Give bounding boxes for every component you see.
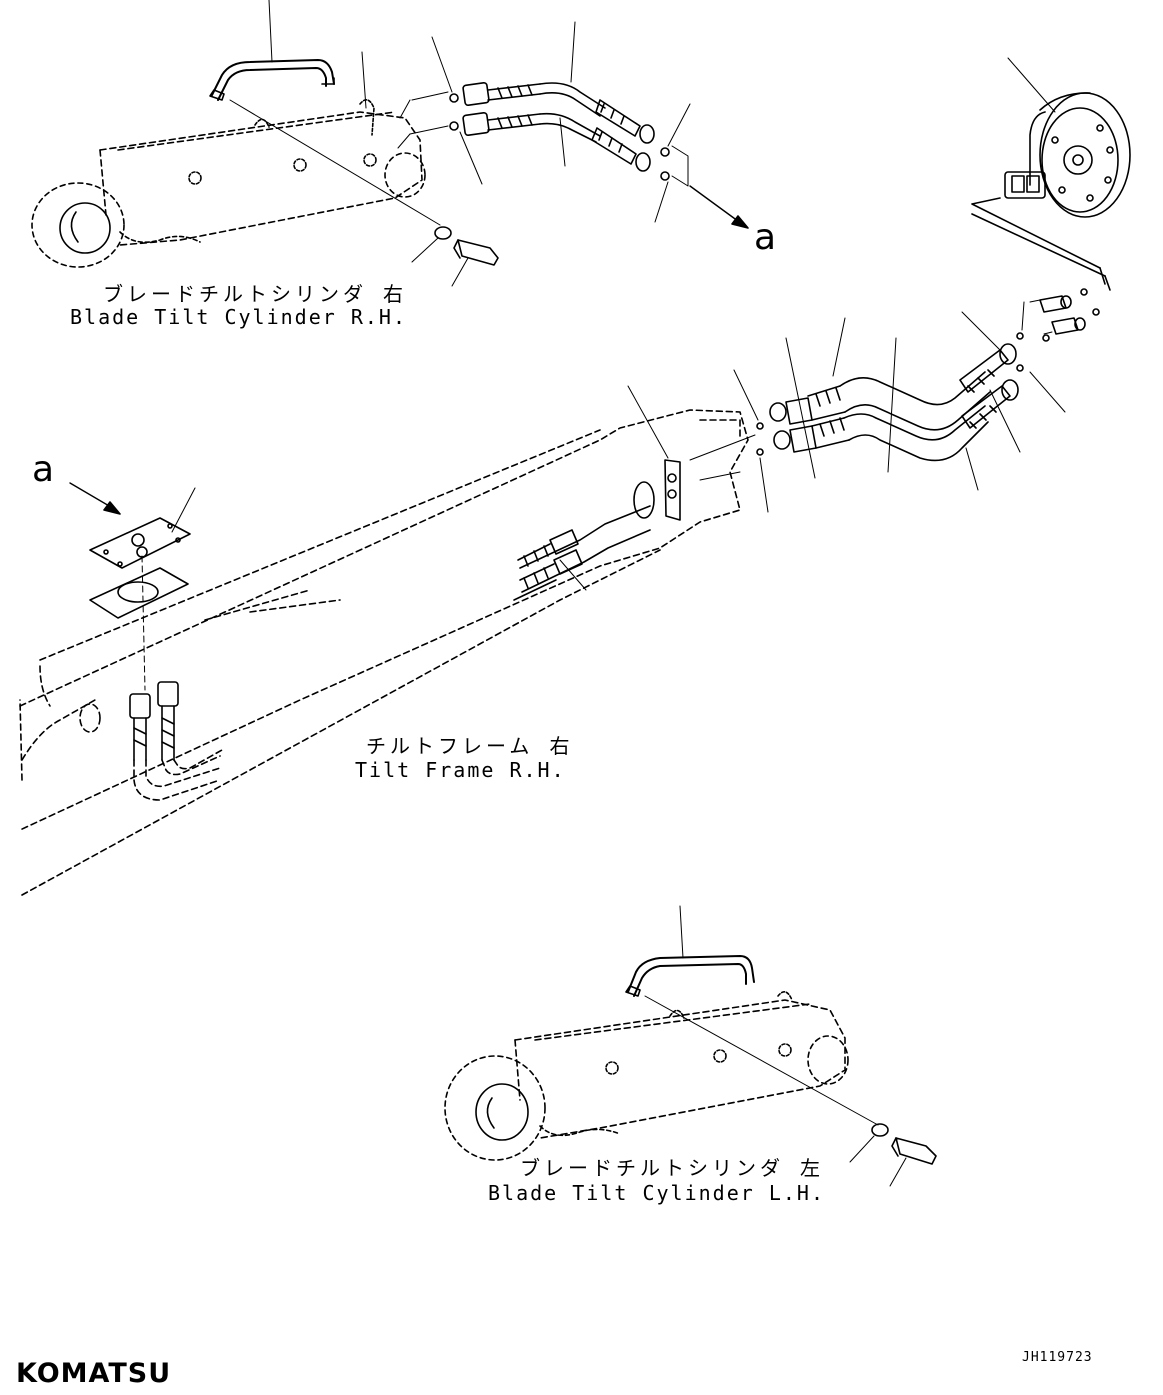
tilt-frame-rh	[20, 410, 748, 895]
swing-motor-assembly	[972, 58, 1130, 341]
komatsu-logo: KOMATSU	[16, 1358, 172, 1389]
detail-marker-a-top: a	[754, 217, 777, 258]
detail-a-plate	[70, 483, 222, 800]
tilt-frame-jp-label: チルトフレーム 右	[366, 734, 574, 758]
blade-tilt-rh-jp-label: ブレードチルトシリンダ 右	[103, 282, 408, 306]
tilt-frame-en-label: Tilt Frame R.H.	[355, 758, 566, 782]
frame-fittings	[514, 386, 755, 600]
detail-marker-a-left: a	[32, 449, 55, 490]
blade-tilt-rh-en-label: Blade Tilt Cylinder R.H.	[70, 305, 407, 329]
blade-tilt-cylinder-lh	[445, 906, 936, 1186]
blade-tilt-lh-jp-label: ブレードチルトシリンダ 左	[520, 1156, 825, 1180]
document-id: JH119723	[1022, 1350, 1093, 1365]
blade-tilt-lh-en-label: Blade Tilt Cylinder L.H.	[488, 1181, 825, 1205]
tilt-hose-assembly	[734, 302, 1065, 512]
blade-tilt-cylinder-rh	[32, 0, 748, 286]
